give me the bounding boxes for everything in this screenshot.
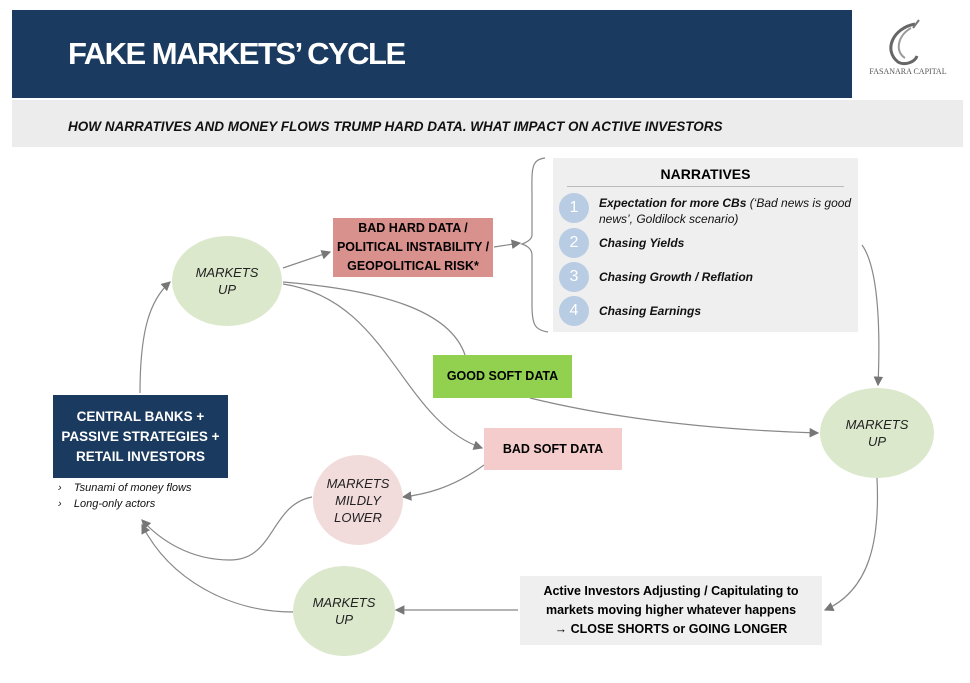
node-label: MARKETS — [312, 595, 376, 610]
header-bar — [12, 10, 852, 98]
node-label: → CLOSE SHORTS or GOING LONGER — [554, 622, 788, 636]
node-label: BAD HARD DATA / — [358, 221, 468, 235]
narrative-bold: Chasing Yields — [599, 236, 685, 250]
arrow-up2-to-active — [823, 477, 879, 611]
logo-text: FASANARA CAPITAL — [869, 67, 947, 76]
node-label: UP — [217, 282, 237, 297]
arrow-lower-to-cb — [141, 496, 313, 561]
subtitle-band — [12, 100, 963, 147]
node-label: MARKETS — [195, 265, 259, 280]
node-markets-up-2: MARKETS UP — [820, 388, 934, 478]
bullet-text: Long-only actors — [73, 498, 156, 510]
node-label: PASSIVE STRATEGIES + — [61, 428, 220, 444]
arrow-cb-to-up1 — [139, 281, 171, 394]
arrow-badhard-to-narratives — [493, 239, 522, 250]
page-title: FAKE MARKETS’ CYCLE — [68, 36, 406, 71]
node-active-investors: Active Investors Adjusting / Capitulatin… — [520, 576, 822, 645]
node-label: RETAIL INVESTORS — [75, 448, 205, 464]
arrow-badsoft-to-lower — [401, 464, 485, 501]
narrative-bold: Chasing Growth / Reflation — [599, 270, 754, 284]
arrow-up3-to-cb — [141, 523, 294, 613]
narrative-bold: Chasing Earnings — [599, 304, 702, 318]
divider — [567, 186, 844, 187]
node-markets-up-1: MARKETS UP — [172, 236, 282, 326]
arrow-up1-to-badsoft — [282, 283, 484, 450]
arrow-up1-to-goodsoft — [282, 281, 466, 356]
node-label: MILDLY — [335, 492, 381, 508]
subtitle: HOW NARRATIVES AND MONEY FLOWS TRUMP HAR… — [68, 119, 723, 134]
node-label: UP — [867, 434, 887, 449]
node-markets-up-3: MARKETS UP — [293, 566, 395, 656]
narrative-item: 1 Expectation for more CBs (‘Bad news is … — [559, 193, 858, 227]
arrow-narratives-to-up2 — [861, 244, 884, 387]
narrative-bold: Expectation for more CBs — [599, 196, 747, 210]
node-central-banks: CENTRAL BANKS + PASSIVE STRATEGIES + RETAI… — [53, 395, 228, 478]
narrative-item: 3 Chasing Growth / Reflation — [559, 262, 753, 292]
narrative-item: 4 Chasing Earnings — [559, 296, 701, 326]
narratives-brace — [520, 157, 549, 333]
node-label: CENTRAL BANKS + — [76, 408, 205, 424]
node-label: MARKETS — [845, 417, 909, 432]
narrative-rest: (‘Bad news is good news’, Goldilock scen… — [599, 196, 852, 226]
node-label: POLITICAL INSTABILITY / — [336, 240, 490, 254]
narratives-title: NARRATIVES — [660, 166, 751, 182]
node-label: LOWER — [334, 509, 382, 525]
bullet-item: › Long-only actors — [58, 498, 156, 510]
number-badge: 4 — [559, 296, 589, 326]
node-label: Active Investors Adjusting / Capitulatin… — [543, 584, 799, 598]
number-badge: 2 — [559, 228, 589, 258]
node-bad-soft-data: BAD SOFT DATA — [484, 428, 622, 470]
node-good-soft-data: GOOD SOFT DATA — [433, 355, 572, 398]
number-badge: 1 — [559, 193, 589, 223]
narrative-item: 2 Chasing Yields — [559, 228, 684, 258]
arrow-up1-to-badhard — [282, 250, 332, 269]
node-label: MARKETS — [326, 475, 390, 491]
node-label: GEOPOLITICAL RISK* — [347, 259, 479, 273]
node-label: UP — [334, 612, 354, 627]
bullet-item: › Tsunami of money flows — [58, 482, 192, 494]
node-bad-hard-data: BAD HARD DATA / POLITICAL INSTABILITY / GE… — [333, 218, 493, 277]
bullet-text: Tsunami of money flows — [73, 482, 192, 494]
logo-swirl-icon — [889, 19, 920, 66]
number-badge: 3 — [559, 262, 589, 292]
narratives-panel: NARRATIVES 1 Expectation for more CBs (‘B… — [553, 158, 858, 332]
arrow-goodsoft-to-up2 — [529, 397, 820, 438]
logo: FASANARA CAPITAL — [853, 10, 963, 98]
node-label: markets moving higher whatever happens — [545, 603, 797, 617]
